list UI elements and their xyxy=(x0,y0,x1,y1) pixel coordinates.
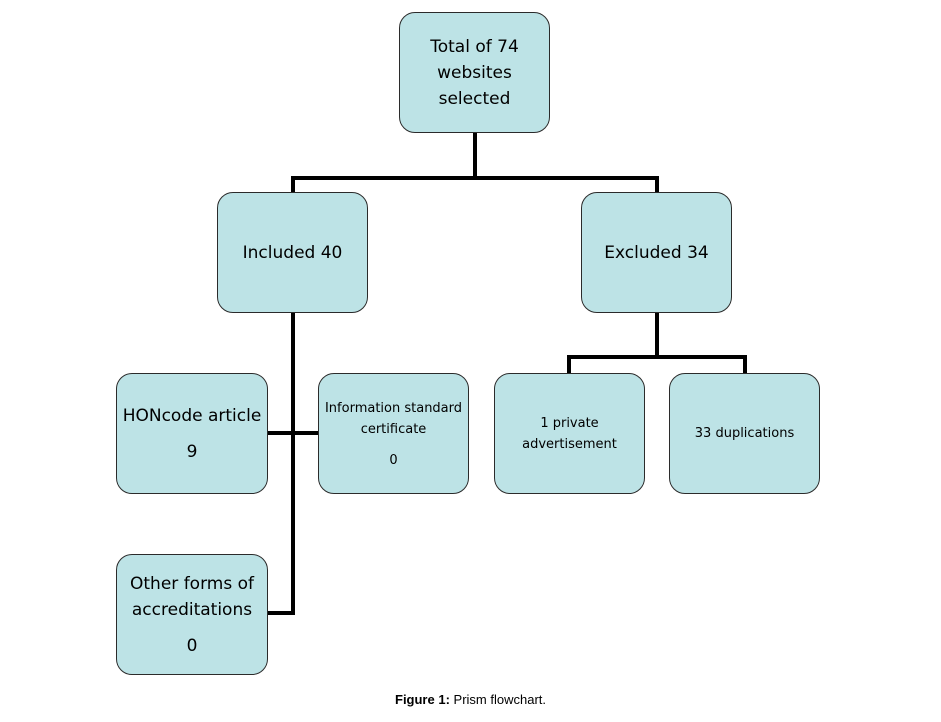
included-node-label: Included 40 xyxy=(242,242,343,263)
root-node: Total of 74 websites selected xyxy=(399,12,550,133)
connector-root-down xyxy=(473,132,477,179)
connector-included-branches xyxy=(267,431,319,435)
connector-excluded-down xyxy=(655,313,659,358)
honcode-node: HONcode article 9 xyxy=(116,373,268,494)
other-forms-node-label: Other forms of accreditations xyxy=(130,573,254,620)
connector-to-duplications xyxy=(743,355,747,373)
other-forms-node-value: 0 xyxy=(186,635,198,656)
honcode-node-label: HONcode article xyxy=(122,405,262,426)
figure-caption-text: Prism flowchart. xyxy=(453,692,546,707)
connector-to-included xyxy=(291,176,295,193)
included-node: Included 40 xyxy=(217,192,368,313)
root-node-label: Total of 74 websites selected xyxy=(430,36,519,109)
excluded-node-label: Excluded 34 xyxy=(604,242,709,263)
info-standard-node: Information standard certificate 0 xyxy=(318,373,469,494)
other-forms-node: Other forms of accreditations 0 xyxy=(116,554,268,675)
info-standard-node-value: 0 xyxy=(389,452,398,468)
excluded-node: Excluded 34 xyxy=(581,192,732,313)
info-standard-node-label: Information standard certificate xyxy=(324,400,463,437)
connector-top-horizontal xyxy=(291,176,659,180)
connector-to-private-ad xyxy=(567,355,571,373)
private-ad-node: 1 private advertisement xyxy=(494,373,645,494)
duplications-node: 33 duplications xyxy=(669,373,820,494)
connector-to-excluded xyxy=(655,176,659,193)
private-ad-node-label: 1 private advertisement xyxy=(522,415,617,452)
figure-caption-prefix: Figure 1: xyxy=(395,692,450,707)
connector-excluded-horizontal xyxy=(567,355,747,359)
figure-caption: Figure 1: Prism flowchart. xyxy=(0,692,941,707)
honcode-node-value: 9 xyxy=(186,441,198,462)
connector-to-other-forms xyxy=(267,611,295,615)
connector-included-trunk xyxy=(291,313,295,615)
duplications-node-label: 33 duplications xyxy=(694,426,795,441)
